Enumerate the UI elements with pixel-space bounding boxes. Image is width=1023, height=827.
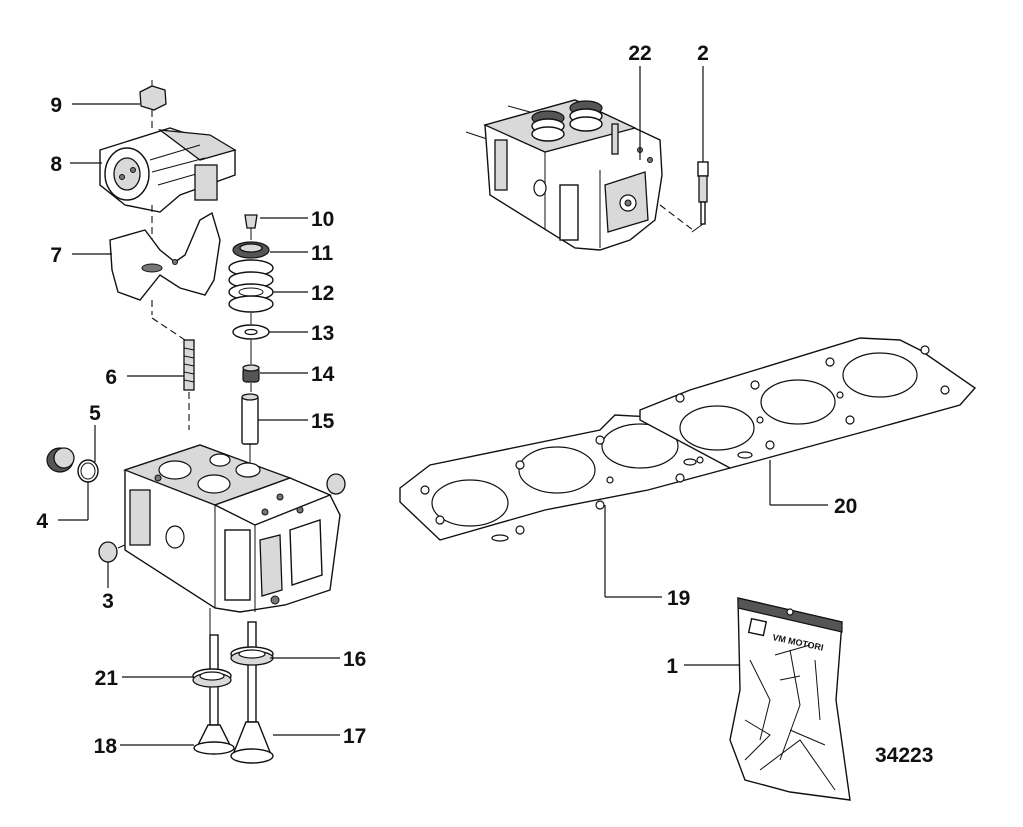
head-gasket-right-part — [639, 337, 977, 469]
callout-14: 14 — [311, 363, 335, 386]
callout-21: 21 — [95, 667, 119, 690]
exhaust-valve-part — [230, 621, 274, 764]
callout-6: 6 — [105, 366, 117, 389]
glow-plug-part — [691, 161, 709, 233]
callout-13: 13 — [311, 322, 334, 345]
callout-3: 3 — [102, 590, 114, 613]
intake-valve-part — [193, 634, 235, 755]
callout-12: 12 — [311, 282, 334, 305]
callout-9: 9 — [50, 94, 62, 117]
callout-17: 17 — [343, 725, 366, 748]
nut-part — [139, 80, 167, 128]
callout-7: 7 — [50, 244, 62, 267]
callout-16: 16 — [343, 648, 366, 671]
stud-part — [183, 339, 195, 430]
figure-number: 34223 — [875, 744, 933, 767]
callout-18: 18 — [94, 735, 118, 758]
spring-retainer-part — [232, 241, 270, 259]
callout-labels: 9 8 7 6 5 4 3 10 11 12 13 14 15 16 17 18… — [36, 42, 857, 758]
o-ring-part — [77, 459, 99, 483]
callout-22: 22 — [628, 42, 651, 65]
spring-washer-part — [232, 324, 270, 364]
threaded-plug-part — [46, 447, 75, 473]
rocker-gasket-part — [109, 211, 221, 343]
rocker-arm-assembly-part — [99, 127, 237, 240]
leader-lines — [58, 66, 828, 746]
callout-15: 15 — [311, 410, 335, 433]
callout-5: 5 — [89, 402, 101, 425]
valve-guide-part — [241, 393, 259, 470]
callout-11: 11 — [311, 242, 334, 265]
head-gasket-left-part — [399, 414, 732, 542]
callout-20: 20 — [834, 495, 857, 518]
callout-2: 2 — [697, 42, 709, 65]
cylinder-head-part — [123, 444, 341, 640]
callout-8: 8 — [50, 153, 62, 176]
callout-4: 4 — [36, 510, 48, 533]
callout-19: 19 — [667, 587, 690, 610]
gasket-kit-bag-part: VM MOTORI — [729, 597, 851, 801]
assembled-cylinder-head-part — [465, 99, 694, 251]
callout-10: 10 — [311, 208, 334, 231]
valve-spring-part — [228, 259, 274, 324]
callout-1: 1 — [666, 655, 678, 678]
valve-stem-seal-part — [242, 364, 260, 392]
exhaust-valve-seat-part — [230, 646, 274, 666]
intake-valve-seat-part — [192, 668, 232, 688]
side-plug-part — [326, 473, 346, 495]
valve-retainer-key-part — [244, 214, 258, 240]
